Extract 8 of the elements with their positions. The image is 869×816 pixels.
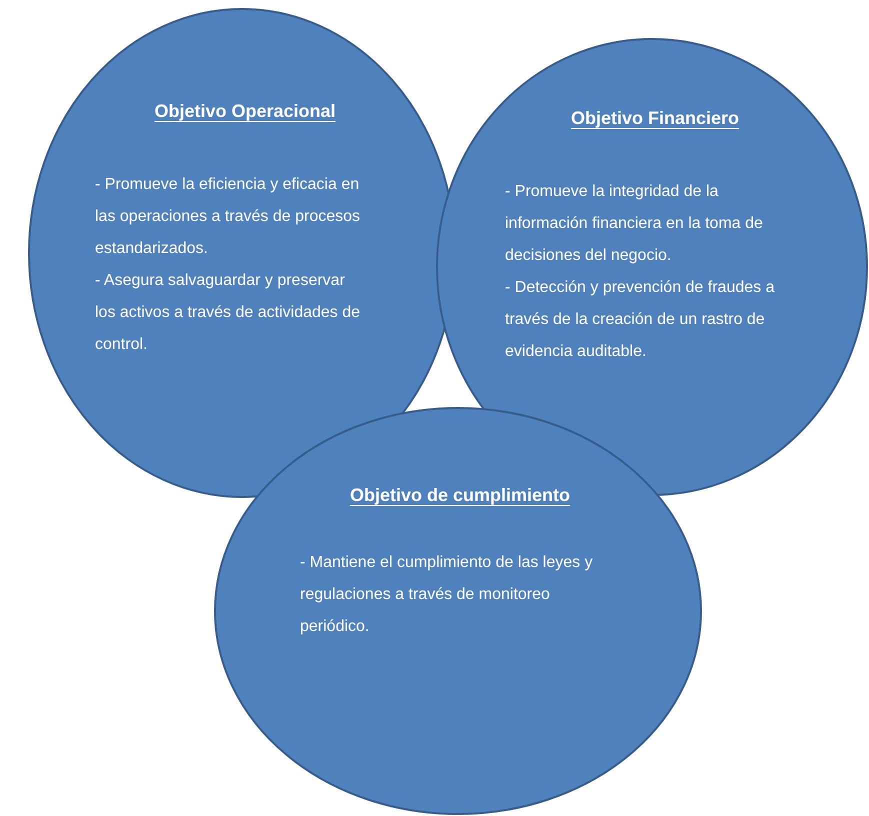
- circle-heading: Objetivo Operacional: [154, 100, 336, 123]
- circle-text: - Mantiene el cumplimiento de las leyes y regulaciones a través de monitoreo periódico.: [300, 553, 594, 637]
- circle-text: - Promueve la eficiencia y eficacia en las operaciones a través de procesos estandarizados.: [95, 175, 362, 259]
- circle-heading: Objetivo de cumplimiento: [350, 484, 570, 507]
- circle-heading: Objetivo Financiero: [570, 107, 740, 130]
- circle-text: - Asegura salvaguardar y preservar los activos a través de actividades de control.: [95, 271, 362, 355]
- circle-text: - Detección y prevención de fraudes a través de la creación de un rastro de evidencia auditable.: [505, 278, 776, 362]
- circle-text: - Promueve la integridad de la información financiera en la toma de decisiones del negocio.: [505, 182, 764, 266]
